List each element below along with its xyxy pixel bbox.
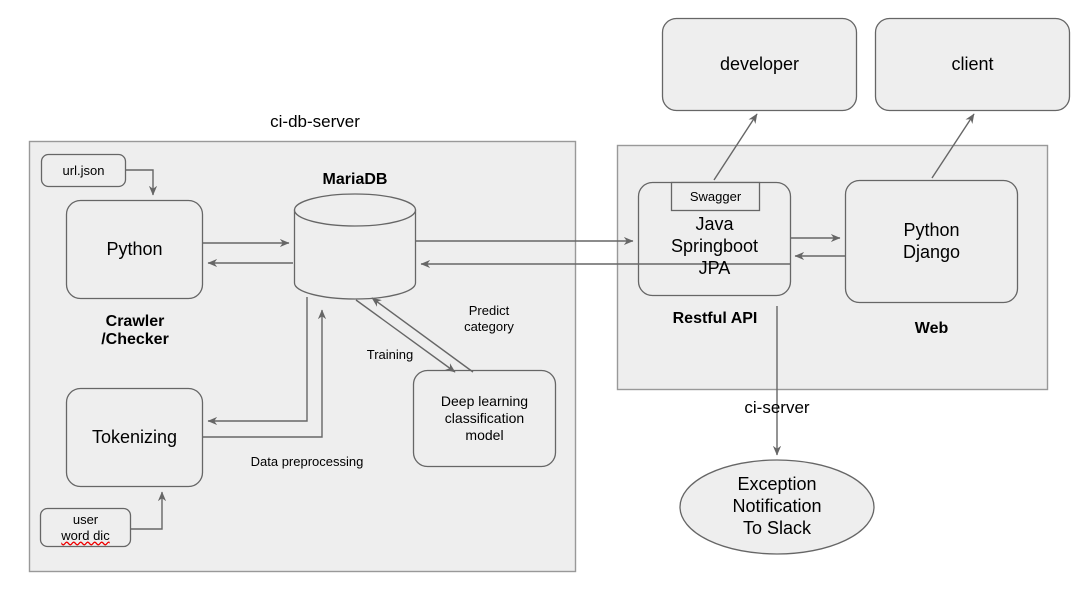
panel-title-ci-server: ci-server — [744, 398, 810, 417]
edge-label-data-preprocessing: Data preprocessing — [250, 454, 364, 469]
node-tokenizing[interactable] — [65, 387, 204, 488]
edge-label-training: Training — [366, 347, 414, 362]
node-python-django[interactable] — [844, 179, 1019, 304]
node-deep-learning-model[interactable] — [412, 369, 557, 468]
edge-mariadb-to-deeplearning-training — [355, 299, 456, 373]
edge-label-predict-category: Predict category — [464, 303, 514, 334]
caption-web: Web — [914, 320, 949, 337]
caption-crawler-checker: Crawler /Checker — [101, 313, 169, 348]
node-exception-notification-to-slack[interactable] — [679, 459, 875, 555]
edge-deeplearning-to-mariadb-predict — [371, 297, 474, 373]
caption-restful-api: Restful API — [672, 310, 758, 327]
edge-userworddic-to-tokenizing — [130, 491, 167, 530]
node-swagger[interactable] — [670, 181, 761, 212]
edge-urljson-to-python — [125, 169, 158, 196]
node-user-word-dic[interactable] — [39, 507, 132, 548]
node-python-crawler[interactable] — [65, 199, 204, 300]
edge-swagger-to-developer — [713, 113, 758, 181]
panel-title-ci-db-server: ci-db-server — [270, 112, 360, 131]
edge-mariadb-to-tokenizing — [207, 297, 308, 426]
node-mariadb-cylinder[interactable] — [293, 193, 417, 300]
node-developer[interactable] — [661, 17, 858, 112]
node-url-json[interactable] — [40, 153, 127, 188]
edge-django-to-client — [931, 113, 975, 179]
node-client[interactable] — [874, 17, 1071, 112]
edge-tokenizing-to-mariadb — [203, 309, 327, 438]
